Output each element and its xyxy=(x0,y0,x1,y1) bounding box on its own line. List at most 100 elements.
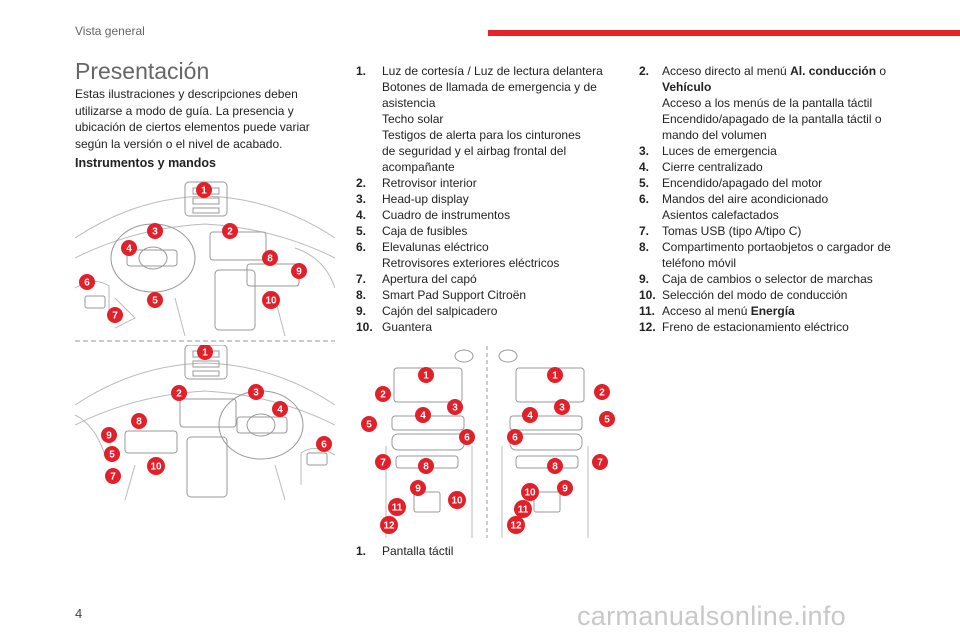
svg-text:10: 10 xyxy=(451,496,463,507)
callout-badge: 3 xyxy=(147,223,163,239)
callout-badge: 8 xyxy=(418,458,434,474)
callout-badge: 4 xyxy=(272,401,288,417)
svg-text:10: 10 xyxy=(265,296,277,307)
callout-badge: 4 xyxy=(415,407,431,423)
svg-text:8: 8 xyxy=(136,417,142,428)
svg-text:5: 5 xyxy=(366,420,372,431)
callout-badge: 7 xyxy=(107,307,123,323)
page-number: 4 xyxy=(75,606,83,621)
svg-text:1: 1 xyxy=(423,371,429,382)
list-item: 2.Retrovisor interior xyxy=(356,176,477,190)
list-item: 10.Selección del modo de conducción xyxy=(639,288,848,302)
callout-badge: 7 xyxy=(375,454,391,470)
intro-paragraph: Estas ilustraciones y descripciones debe… xyxy=(75,87,310,151)
list-item: 11.Acceso al menú Energía xyxy=(639,304,795,318)
figure-separator xyxy=(75,340,335,342)
svg-text:2: 2 xyxy=(380,390,386,401)
list-item: 12.Freno de estacionamiento eléctrico xyxy=(639,320,849,334)
callout-badge: 3 xyxy=(248,384,264,400)
svg-text:10: 10 xyxy=(150,462,162,473)
page-title: Presentación xyxy=(75,58,210,84)
list-item: 2. Acceso directo al menú Al. conducción… xyxy=(639,64,887,142)
svg-text:9: 9 xyxy=(562,484,568,495)
svg-text:4: 4 xyxy=(420,411,426,422)
callout-badge: 9 xyxy=(101,427,117,443)
svg-text:1: 1 xyxy=(202,348,208,359)
running-header: Vista general xyxy=(75,24,145,38)
callout-badge: 6 xyxy=(79,274,95,290)
svg-text:1: 1 xyxy=(201,186,207,197)
svg-text:2: 2 xyxy=(599,388,605,399)
list-item: 7.Apertura del capó xyxy=(356,272,477,286)
svg-text:7: 7 xyxy=(112,311,118,322)
svg-text:3: 3 xyxy=(152,227,158,238)
legend-list-instruments: 1.Luz de cortesía / Luz de lectura delan… xyxy=(356,63,611,335)
list-item: 9.Caja de cambios o selector de marchas xyxy=(639,272,873,286)
callout-badge: 4 xyxy=(121,240,137,256)
list-item: 1.Luz de cortesía / Luz de lectura delan… xyxy=(356,64,603,174)
svg-text:6: 6 xyxy=(512,433,518,444)
legend-list-console: 2. Acceso directo al menú Al. conducción… xyxy=(639,63,909,335)
list-item: 4.Cuadro de instrumentos xyxy=(356,208,511,222)
svg-text:4: 4 xyxy=(527,411,533,422)
callout-badge: 2 xyxy=(171,385,187,401)
svg-text:9: 9 xyxy=(296,267,302,278)
callout-badge: 6 xyxy=(507,429,523,445)
svg-text:11: 11 xyxy=(392,503,403,514)
section-subheading: Instrumentos y mandos xyxy=(75,156,216,170)
callout-badge: 11 xyxy=(514,500,532,518)
callout-badge: 5 xyxy=(599,411,615,427)
callout-badge: 6 xyxy=(459,429,475,445)
svg-text:2: 2 xyxy=(227,227,233,238)
callout-badge: 6 xyxy=(316,436,332,452)
callout-badge: 9 xyxy=(410,480,426,496)
callout-badge: 11 xyxy=(388,498,406,516)
svg-text:8: 8 xyxy=(552,462,558,473)
list-item: 9.Cajón del salpicadero xyxy=(356,304,498,318)
list-item: 8.Smart Pad Support Citroën xyxy=(356,288,527,302)
svg-text:5: 5 xyxy=(109,450,115,461)
callout-badge: 2 xyxy=(222,223,238,239)
callout-badge: 8 xyxy=(262,250,278,266)
svg-text:9: 9 xyxy=(106,431,112,442)
svg-text:7: 7 xyxy=(110,472,116,483)
svg-text:10: 10 xyxy=(524,488,536,499)
callout-badge: 9 xyxy=(291,263,307,279)
svg-text:3: 3 xyxy=(253,388,259,399)
svg-text:12: 12 xyxy=(510,521,522,532)
center-console-illustration: 1 2 3 4 5 6 7 8 9 10 11 12 1 2 3 4 5 6 7… xyxy=(356,346,618,538)
callout-badge: 3 xyxy=(554,399,570,415)
callout-badge: 5 xyxy=(147,292,163,308)
callout-badge: 8 xyxy=(131,413,147,429)
svg-text:5: 5 xyxy=(152,296,158,307)
svg-text:3: 3 xyxy=(452,403,458,414)
callout-badge: 2 xyxy=(594,384,610,400)
list-item: 3.Luces de emergencia xyxy=(639,144,777,158)
callout-badge: 10 xyxy=(262,291,280,309)
svg-text:4: 4 xyxy=(126,244,132,255)
svg-text:1: 1 xyxy=(552,371,558,382)
svg-text:6: 6 xyxy=(321,440,327,451)
svg-text:7: 7 xyxy=(380,458,386,469)
callout-badge: 2 xyxy=(375,386,391,402)
list-item: 10.Guantera xyxy=(356,320,433,334)
callout-badge: 9 xyxy=(557,480,573,496)
callout-badge: 10 xyxy=(147,457,165,475)
svg-text:8: 8 xyxy=(423,462,429,473)
svg-text:12: 12 xyxy=(383,521,395,532)
callout-badge: 4 xyxy=(522,407,538,423)
callout-badge: 12 xyxy=(507,516,525,534)
legend-list-console-intro: 1.Pantalla táctil xyxy=(356,543,611,559)
callout-badge: 5 xyxy=(361,416,377,432)
list-item: 4.Cierre centralizado xyxy=(639,160,763,174)
svg-text:5: 5 xyxy=(604,415,610,426)
callout-badge: 1 xyxy=(418,367,434,383)
svg-text:6: 6 xyxy=(84,278,90,289)
watermark: carmanualsonline.info xyxy=(577,601,846,631)
callout-badge: 1 xyxy=(197,345,213,360)
svg-text:3: 3 xyxy=(559,403,565,414)
list-item: 7.Tomas USB (tipo A/tipo C) xyxy=(639,224,802,238)
callout-badge: 5 xyxy=(104,446,120,462)
